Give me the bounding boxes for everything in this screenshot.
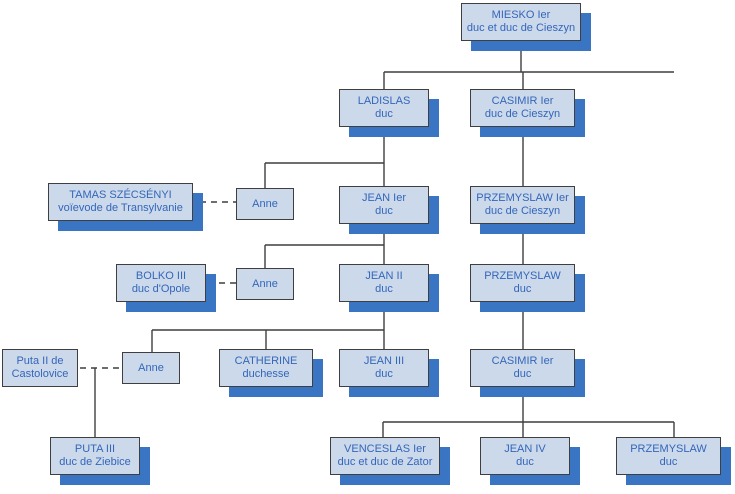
person-name: CASIMIR Ier — [491, 95, 554, 107]
person-title: duc — [375, 205, 393, 217]
person-name: LADISLAS — [357, 95, 411, 107]
person-title: duc et duc de Cieszyn — [466, 22, 576, 34]
person-name: PUTA III — [74, 443, 116, 455]
person-title: duc d'Opole — [131, 283, 191, 295]
person-title: duc — [375, 108, 393, 120]
person-name: BOLKO III — [135, 270, 187, 282]
person-title: duc — [375, 368, 393, 380]
person-title: duc — [659, 456, 678, 468]
descent-path-0 — [383, 41, 674, 89]
person-title: Castolovice — [11, 368, 69, 380]
person-name: Puta II de — [16, 355, 64, 367]
person-name: PRZEMYSLAW — [484, 270, 561, 282]
person-box-anne3[interactable]: Anne — [122, 352, 180, 384]
person-title: voïevode de Transylvanie — [58, 202, 183, 214]
descent-path-8 — [382, 387, 675, 437]
person-name: CASIMIR Ier — [491, 355, 554, 367]
descent-path-3 — [264, 224, 385, 268]
person-name: JEAN II — [365, 270, 403, 282]
person-name: TAMAS SZÉCSÉNYI — [69, 189, 172, 201]
person-name: Anne — [252, 197, 278, 210]
person-name: PRZEMYSLAW — [630, 443, 707, 455]
person-name: VENCESLAS Ier — [344, 443, 426, 455]
person-title: duchesse — [242, 368, 290, 380]
person-name: Anne — [138, 361, 164, 374]
person-title: duc et duc de Zator — [337, 456, 433, 468]
person-name: JEAN Ier — [361, 192, 406, 204]
person-box-anne2[interactable]: Anne — [236, 268, 294, 300]
person-box-anne1[interactable]: Anne — [236, 188, 294, 220]
person-title: duc — [516, 456, 534, 468]
person-name: MIESKO Ier — [491, 9, 551, 21]
person-title: duc — [375, 283, 393, 295]
descent-path-5 — [151, 302, 385, 352]
person-title: duc de Cieszyn — [484, 108, 561, 120]
person-name: CATHERINE — [234, 355, 298, 367]
person-name: PRZEMYSLAW Ier — [476, 192, 569, 204]
person-title: duc — [513, 368, 532, 380]
descent-path-1 — [264, 127, 385, 188]
person-name: JEAN IV — [504, 443, 546, 455]
person-title: duc — [513, 283, 532, 295]
person-title: duc de Ziebice — [59, 456, 131, 468]
person-title: duc de Cieszyn — [484, 205, 561, 217]
person-name: JEAN III — [363, 355, 405, 367]
person-name: Anne — [252, 277, 278, 290]
